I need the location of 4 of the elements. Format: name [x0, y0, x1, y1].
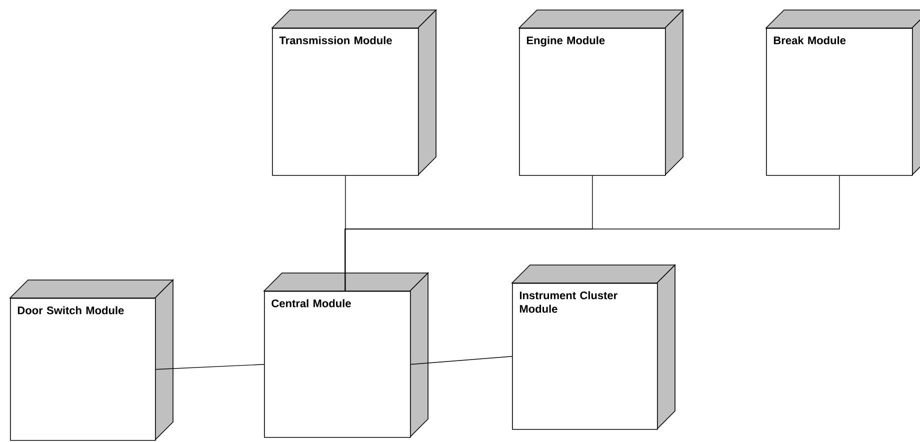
connector-line [410, 356, 512, 365]
connector-line [344, 175, 840, 292]
connector-line [345, 175, 346, 292]
connector-line [155, 364, 264, 370]
